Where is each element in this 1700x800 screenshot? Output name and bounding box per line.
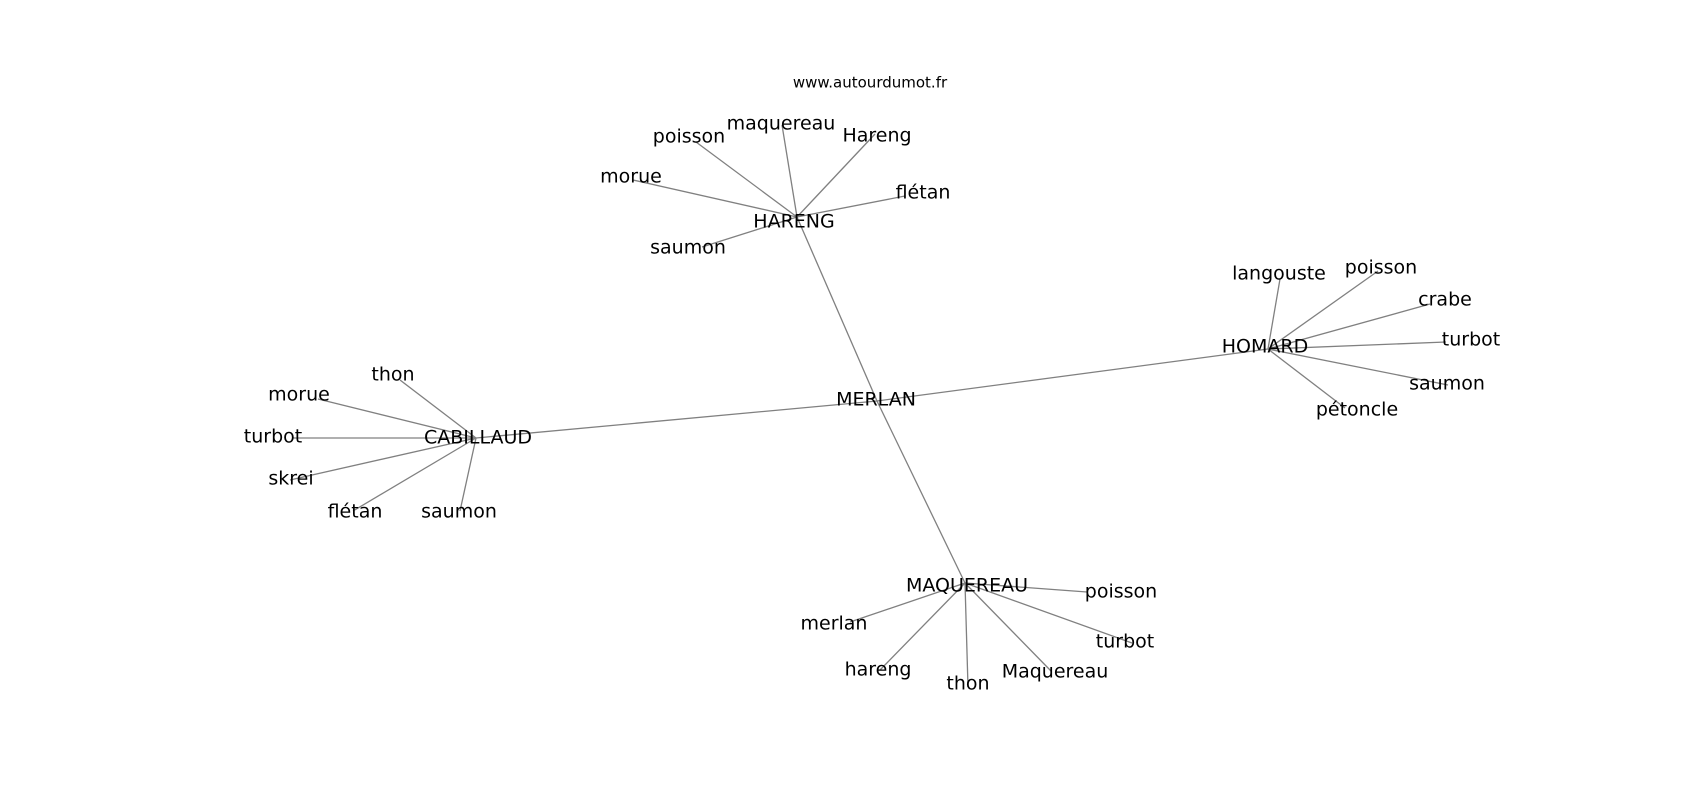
edge-hub-leaf	[796, 195, 906, 218]
edge-center-hub	[876, 400, 966, 584]
leaf-node-label[interactable]: morue	[600, 166, 662, 188]
edge-hub-leaf	[964, 582, 969, 688]
leaf-node-label[interactable]: Hareng	[842, 125, 911, 147]
edge-hub-leaf	[796, 133, 876, 218]
leaf-node-label[interactable]: poisson	[1085, 581, 1157, 603]
edge-hub-leaf	[964, 582, 1088, 593]
leaf-node-label[interactable]: merlan	[801, 613, 868, 635]
edge-hub-leaf	[1267, 303, 1431, 350]
leaf-node-label[interactable]: turbot	[1442, 329, 1500, 351]
edge-hub-leaf	[849, 582, 966, 623]
edge-hub-leaf	[352, 437, 477, 512]
leaf-node-label[interactable]: saumon	[1409, 373, 1485, 395]
hub-node-label[interactable]: CABILLAUD	[424, 427, 532, 449]
edge-hub-leaf	[459, 437, 477, 512]
leaf-node-label[interactable]: turbot	[1096, 631, 1154, 653]
edge-hub-leaf	[1267, 348, 1449, 386]
graph-labels: www.autourdumot.fr MERLANHARENGpoissonma…	[244, 74, 1500, 695]
graph-edges	[289, 124, 1449, 688]
leaf-node-label[interactable]: saumon	[421, 501, 497, 523]
edge-hub-leaf	[399, 379, 477, 439]
leaf-node-label[interactable]: flétan	[328, 501, 383, 523]
leaf-node-label[interactable]: saumon	[650, 237, 726, 259]
edge-hub-leaf	[1267, 341, 1447, 350]
leaf-node-label[interactable]: poisson	[1345, 257, 1417, 279]
leaf-node-label[interactable]: pétoncle	[1316, 399, 1398, 421]
center-node-label[interactable]: MERLAN	[836, 389, 916, 411]
edge-hub-leaf	[964, 582, 1052, 672]
leaf-node-label[interactable]: langouste	[1232, 263, 1326, 285]
edge-hub-leaf	[632, 179, 798, 218]
edge-hub-leaf	[879, 582, 966, 671]
edge-center-hub	[475, 400, 878, 439]
edge-hub-leaf	[701, 216, 798, 248]
edge-hub-leaf	[781, 124, 798, 218]
leaf-node-label[interactable]: hareng	[845, 659, 912, 681]
edge-hub-leaf	[289, 437, 477, 481]
edge-hub-leaf	[1267, 348, 1346, 409]
edge-center-hub	[796, 216, 878, 402]
leaf-node-label[interactable]: turbot	[244, 426, 302, 448]
leaf-node-label[interactable]: flétan	[896, 182, 951, 204]
leaf-node-label[interactable]: Maquereau	[1002, 661, 1109, 683]
hub-node-label[interactable]: MAQUEREAU	[906, 575, 1028, 597]
edge-hub-leaf	[695, 141, 798, 218]
edge-hub-leaf	[1267, 270, 1379, 350]
edge-hub-leaf	[964, 582, 1133, 644]
hub-node-label[interactable]: HOMARD	[1222, 336, 1308, 358]
leaf-node-label[interactable]: crabe	[1418, 289, 1472, 311]
leaf-node-label[interactable]: poisson	[653, 126, 725, 148]
hub-node-label[interactable]: HARENG	[753, 211, 834, 233]
leaf-node-label[interactable]: morue	[268, 384, 330, 406]
edge-center-hub	[876, 348, 1269, 402]
leaf-node-label[interactable]: maquereau	[727, 113, 836, 135]
leaf-node-label[interactable]: skrei	[268, 468, 313, 490]
edge-hub-leaf	[1267, 278, 1281, 350]
site-url: www.autourdumot.fr	[793, 74, 948, 92]
leaf-node-label[interactable]: thon	[371, 364, 414, 386]
edge-hub-leaf	[317, 398, 477, 439]
leaf-node-label[interactable]: thon	[946, 673, 989, 695]
